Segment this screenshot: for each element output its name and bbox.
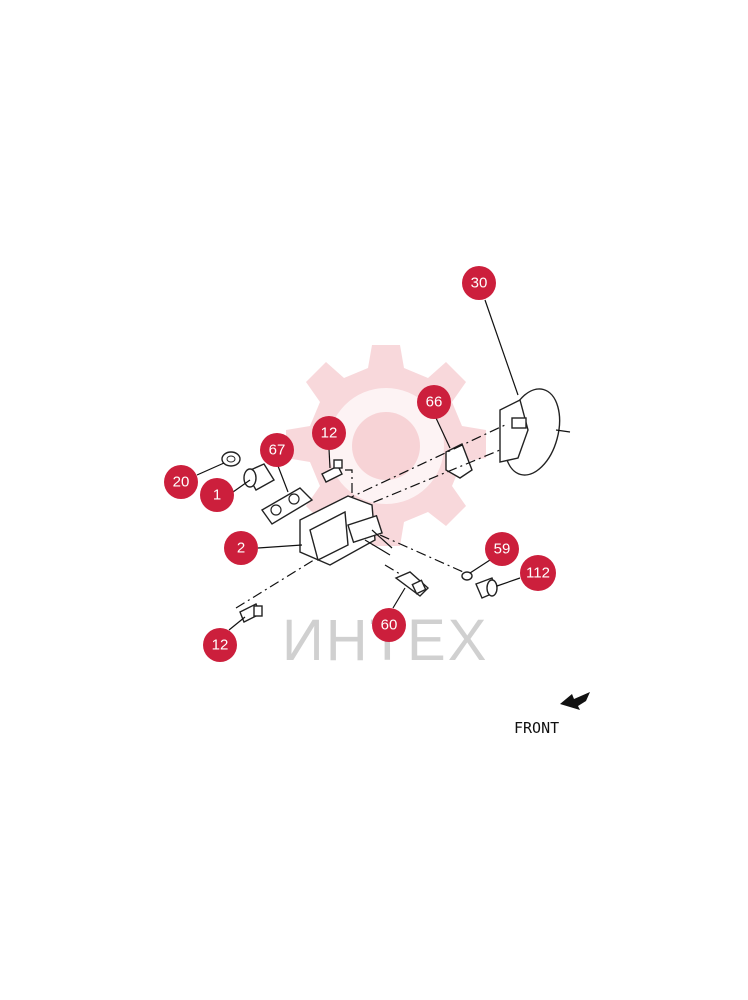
leader-30 — [484, 299, 519, 396]
svg-text:20: 20 — [173, 474, 190, 491]
leader-59 — [469, 559, 491, 574]
assembly-line — [344, 424, 506, 501]
svg-text:59: 59 — [494, 541, 511, 558]
callout-59[interactable]: 59 — [485, 532, 519, 566]
assembly-line — [379, 534, 471, 576]
front-label: FRONT — [514, 719, 559, 737]
leader-12-bottom — [228, 616, 246, 631]
assembly-line — [354, 449, 501, 511]
callout-112[interactable]: 112 — [520, 555, 556, 591]
svg-text:60: 60 — [381, 617, 398, 634]
svg-text:67: 67 — [269, 442, 286, 459]
svg-text:12: 12 — [321, 425, 338, 442]
leader-1 — [232, 479, 251, 493]
part-2-housing — [299, 495, 393, 566]
leader-12-top — [328, 448, 331, 469]
callout-12-bottom[interactable]: 12 — [203, 628, 237, 662]
part-30-plate — [499, 388, 571, 476]
part-12-bolt-bottom — [239, 603, 263, 623]
part-12-bolt-top — [321, 459, 343, 483]
leader-67 — [277, 465, 289, 493]
leader-2 — [257, 544, 303, 549]
part-1-cap — [243, 463, 275, 491]
svg-text:30: 30 — [471, 275, 488, 292]
part-112-bolt — [475, 577, 498, 599]
callout-20[interactable]: 20 — [164, 465, 198, 499]
part-67-gasket-plate — [260, 487, 314, 525]
callout-2[interactable]: 2 — [224, 531, 258, 565]
part-20-washer — [221, 451, 241, 467]
callout-66[interactable]: 66 — [417, 385, 451, 419]
svg-text:2: 2 — [237, 540, 245, 557]
leader-112 — [496, 577, 521, 587]
leader-66 — [435, 417, 451, 449]
callout-1[interactable]: 1 — [200, 478, 234, 512]
svg-text:112: 112 — [526, 565, 550, 582]
callout-60[interactable]: 60 — [372, 608, 406, 642]
svg-text:12: 12 — [212, 637, 229, 654]
callout-30[interactable]: 30 — [462, 266, 496, 300]
part-60-sensor — [394, 571, 430, 597]
leader-60 — [392, 587, 406, 609]
svg-text:66: 66 — [426, 394, 443, 411]
assembly-line — [235, 554, 323, 609]
front-arrow-icon — [560, 692, 590, 710]
callout-12-top[interactable]: 12 — [312, 416, 346, 450]
leader-20 — [196, 462, 225, 476]
part-59-o-ring — [461, 571, 473, 581]
callout-67[interactable]: 67 — [260, 433, 294, 467]
assembly-line — [345, 469, 353, 540]
svg-text:1: 1 — [213, 487, 221, 504]
